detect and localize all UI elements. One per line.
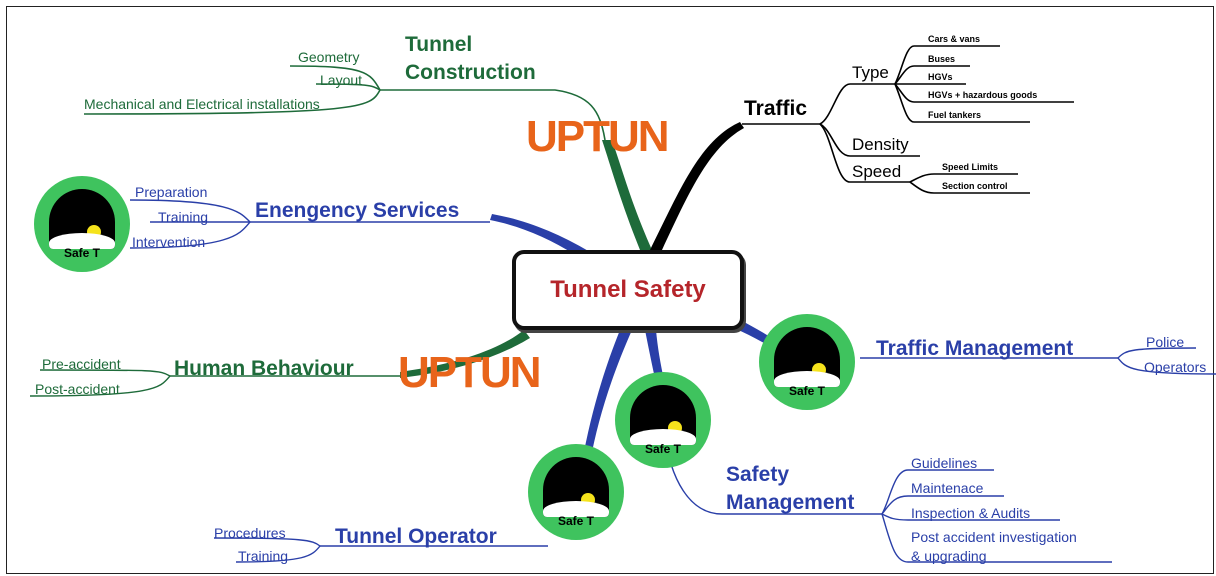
uptun-logo: UPTUN <box>398 348 542 397</box>
traffic-speed-item-limits: Speed Limits <box>942 162 999 172</box>
safety-management-title-line1: Safety <box>726 463 790 486</box>
traffic-speed-label: Speed <box>852 162 902 181</box>
human-behaviour-title: Human Behaviour <box>174 357 354 380</box>
tunnel-operator-title: Tunnel Operator <box>335 525 497 548</box>
traffic-density-label: Density <box>852 135 909 154</box>
traffic-speed-item-section: Section control <box>942 181 1008 191</box>
emergency-item-preparation: Preparation <box>135 184 208 200</box>
central-node-label: Tunnel Safety <box>550 276 706 303</box>
traffic-type-item-hgvs-hazardous: HGVs + hazardous goods <box>928 90 1038 100</box>
safety-management-item-post-accident: Post accident investigation <box>911 529 1077 545</box>
tunnel-construction-title-line2: Construction <box>405 61 536 84</box>
tunnel-construction-item-installations: Mechanical and Electrical installations <box>84 96 320 112</box>
human-behaviour-item-post: Post-accident <box>35 381 120 397</box>
safe-t-badge-label: Safe T <box>557 514 594 528</box>
tunnel-construction-item-geometry: Geometry <box>298 49 360 65</box>
emergency-item-intervention: Intervention <box>132 234 206 250</box>
traffic-type-item-cars: Cars & vans <box>928 34 981 44</box>
emergency-item-training: Training <box>158 209 209 225</box>
diagram-frame <box>6 6 1214 574</box>
central-node: Tunnel Safety <box>512 250 744 330</box>
tunnel-operator-item-procedures: Procedures <box>214 525 286 541</box>
traffic-management-item-operators: Operators <box>1144 359 1207 375</box>
traffic-type-label: Type <box>852 63 889 82</box>
traffic-type-item-buses: Buses <box>928 54 956 64</box>
safety-management-item-upgrading: & upgrading <box>911 548 987 564</box>
safety-management-item-guidelines: Guidelines <box>911 455 978 471</box>
traffic-title: Traffic <box>744 97 808 120</box>
tunnel-operator-item-training: Training <box>238 548 289 564</box>
safe-t-badge-label: Safe T <box>63 246 100 260</box>
safe-t-badge-icon: Safe T <box>759 314 855 410</box>
traffic-management-title: Traffic Management <box>876 337 1074 360</box>
tunnel-construction-item-layout: Layout <box>320 72 363 88</box>
safety-management-item-maintenance: Maintenace <box>911 480 984 496</box>
traffic-type-item-hgvs: HGVs <box>928 72 953 82</box>
traffic-type-item-fuel-tankers: Fuel tankers <box>928 110 982 120</box>
safety-management-item-inspection: Inspection & Audits <box>911 505 1031 521</box>
tunnel-construction-title-line1: Tunnel <box>405 33 473 56</box>
safe-t-badge-icon: Safe T <box>34 176 130 272</box>
uptun-logo: UPTUN <box>526 112 670 161</box>
traffic-management-item-police: Police <box>1146 334 1185 350</box>
human-behaviour-item-pre: Pre-accident <box>42 356 121 372</box>
safe-t-badge-label: Safe T <box>644 442 681 456</box>
safe-t-badge-icon: Safe T <box>615 372 711 468</box>
emergency-services-title: Enengency Services <box>255 199 460 222</box>
safe-t-badge-icon: Safe T <box>528 444 624 540</box>
safe-t-badge-label: Safe T <box>788 384 825 398</box>
safety-management-title-line2: Management <box>726 491 855 514</box>
